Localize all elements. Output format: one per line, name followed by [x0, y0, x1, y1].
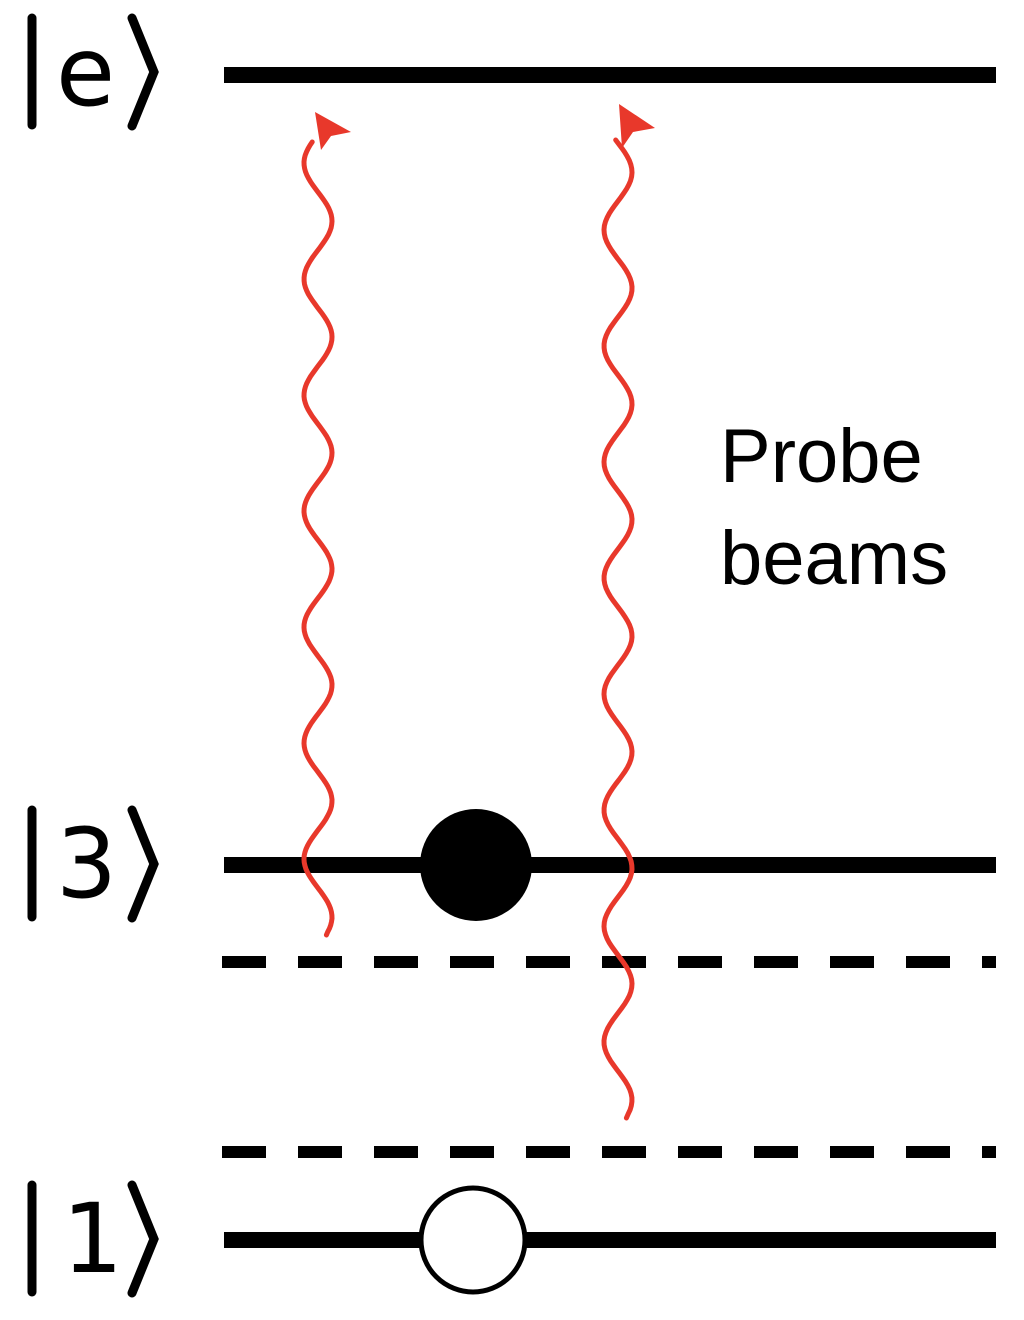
- probe-beam-arrow: [301, 112, 351, 938]
- annotation-line-1: Probe: [720, 414, 923, 499]
- probe-beam-arrowhead: [619, 104, 655, 148]
- probe-beam-arrow: [601, 104, 655, 1121]
- probe-beam-wave: [301, 139, 335, 938]
- ket-1-label: 1: [62, 1183, 123, 1295]
- ket-angle: [127, 1180, 159, 1298]
- ket-3-label: 3: [56, 808, 117, 920]
- probe-beam-arrowhead: [315, 112, 351, 150]
- filled-atom-marker: [420, 809, 532, 921]
- annotation-line-2: beams: [720, 516, 948, 601]
- empty-atom-marker: [418, 1185, 528, 1295]
- ket-e: e: [27, 13, 159, 131]
- ket-e-label: e: [56, 16, 115, 128]
- probe-beam-wave: [601, 137, 635, 1121]
- ket-1: 1: [27, 1180, 159, 1298]
- ket-angle: [127, 13, 159, 131]
- ket-3: 3: [27, 805, 159, 923]
- ket-angle: [127, 805, 159, 923]
